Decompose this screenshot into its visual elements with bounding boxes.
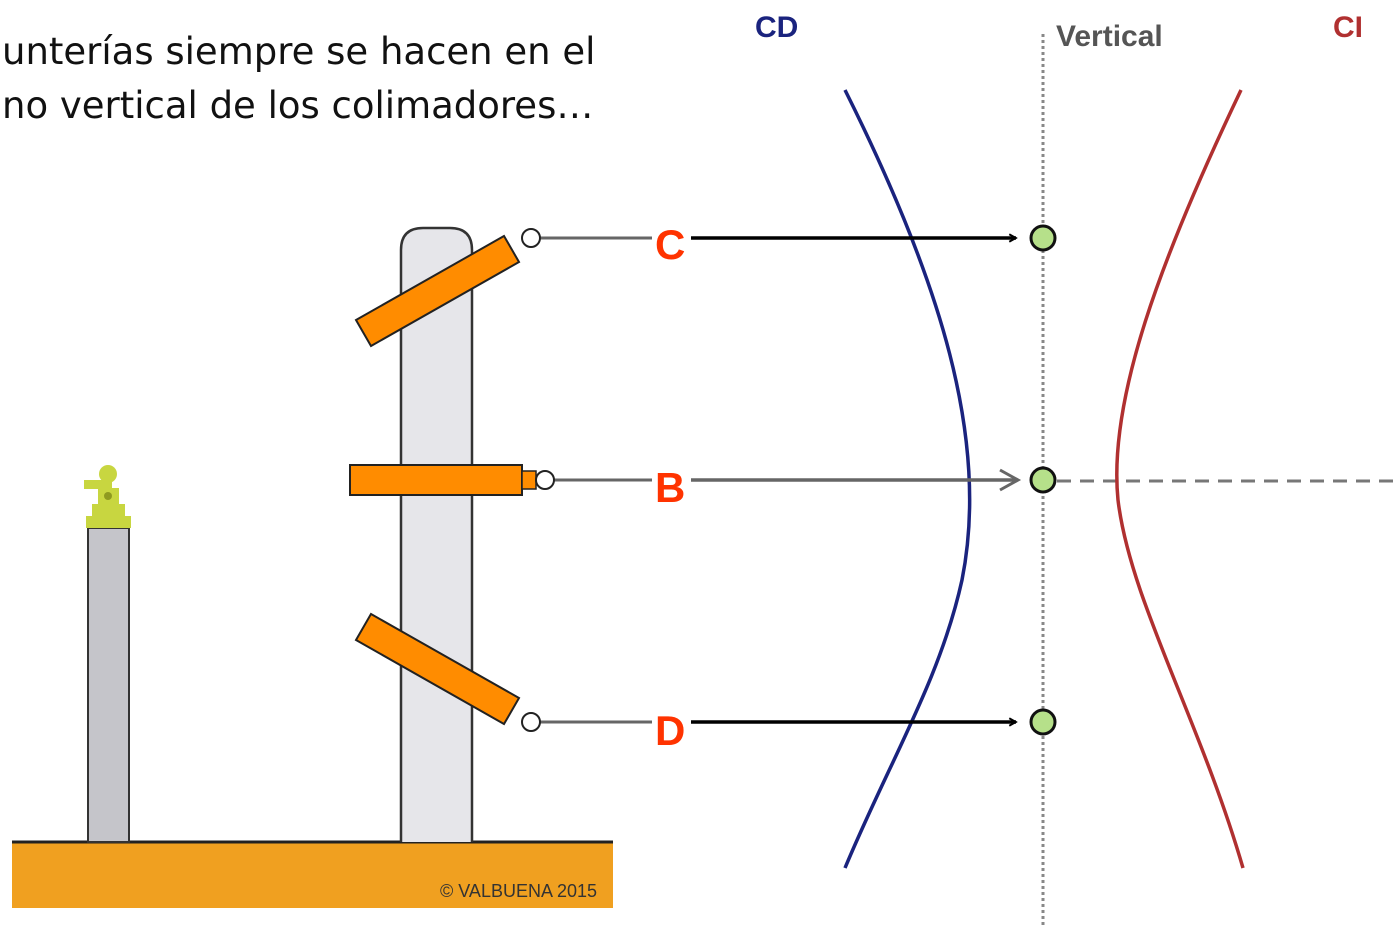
- ci-curve: [1115, 89, 1245, 869]
- copyright-text: © VALBUENA 2015: [440, 881, 597, 901]
- header-vertical: Vertical: [1056, 20, 1163, 53]
- header-ci: CI: [1333, 11, 1363, 44]
- cd-curve: [843, 89, 972, 869]
- instrument-pillar: [87, 527, 130, 843]
- caption-line-1: unterías siempre se hacen en el: [2, 30, 595, 73]
- ground: [12, 842, 613, 908]
- arrow-b-head: [999, 468, 1022, 492]
- caption-line-2: no vertical de los colimadores…: [2, 84, 593, 127]
- label-b: B: [655, 464, 685, 511]
- label-d: D: [655, 707, 685, 754]
- point-c: [1029, 224, 1057, 252]
- label-c: C: [655, 221, 685, 268]
- point-b: [1029, 466, 1057, 494]
- point-d: [1029, 708, 1057, 736]
- header-cd: CD: [755, 11, 798, 44]
- collimator-c: [354, 228, 541, 348]
- collimator-d: [354, 612, 541, 732]
- collimator-b: [349, 464, 555, 496]
- theodolite-icon: [84, 465, 131, 528]
